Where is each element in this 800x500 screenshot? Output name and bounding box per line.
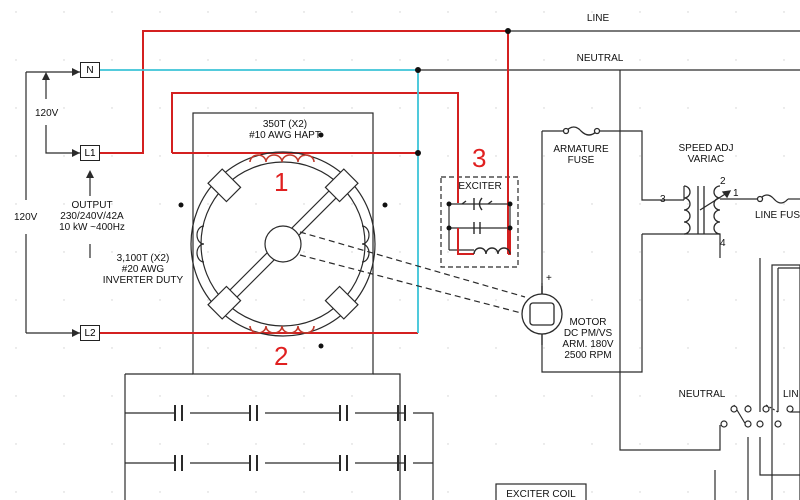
motor-plus-sign: + (546, 273, 552, 284)
output-title: OUTPUT (71, 200, 113, 211)
terminal-l1: L1 (80, 145, 100, 161)
side-winding-label: 3,100T (X2) #20 AWG INVERTER DUTY (103, 253, 183, 286)
output-rating: OUTPUT 230/240V/42A 10 kW ~400Hz (59, 200, 125, 233)
motor-label: MOTOR DC PM/VS ARM. 180V 2500 RPM (562, 317, 613, 361)
armature-fuse-icon (562, 126, 601, 136)
black-wiring (25, 30, 800, 500)
side-winding-duty: INVERTER DUTY (102, 275, 184, 286)
variac-pin-4: 4 (720, 238, 726, 249)
armature-fuse-line1: ARMATURE (553, 144, 609, 155)
top-winding-wire: #10 AWG HAPT (249, 130, 321, 141)
terminal-l2: L2 (80, 325, 100, 341)
motor-title: MOTOR (569, 317, 607, 328)
speed-adj-line2: VARIAC (687, 154, 725, 165)
exciter-components (461, 197, 511, 255)
voltage-arrows (42, 68, 94, 337)
output-voltage: 230/240V/42A (60, 211, 124, 222)
exciter-coil-label: EXCITER COIL (506, 489, 576, 500)
stator-coils (249, 154, 315, 334)
dc-motor-icon (521, 286, 563, 345)
variac-transformer-icon (683, 185, 732, 235)
voltage-120v-small: 120V (35, 108, 59, 119)
top-winding-turns: 350T (X2) (262, 119, 308, 130)
switch-contacts (720, 405, 794, 428)
line-switch-label: LIN (783, 389, 799, 400)
line-fuse-label: LINE FUS (755, 210, 800, 221)
voltage-120v-large: 120V (14, 212, 38, 223)
side-winding-wire: #20 AWG (121, 264, 165, 275)
variac-pin-3: 3 (660, 194, 666, 205)
armature-fuse-line2: FUSE (567, 155, 595, 166)
line-fuse-icon (756, 194, 789, 204)
side-winding-turns: 3,100T (X2) (116, 253, 170, 264)
bottom-capacitors (174, 405, 406, 471)
marker-3: 3 (472, 143, 487, 173)
generator-stator (190, 151, 526, 337)
output-power: 10 kW ~400Hz (59, 222, 125, 233)
neutral-label: NEUTRAL (576, 53, 624, 64)
speed-adj-label: SPEED ADJ VARIAC (678, 143, 733, 165)
armature-fuse-label: ARMATURE FUSE (553, 144, 608, 166)
exciter-label: EXCITER (458, 181, 502, 192)
marker-1: 1 (274, 167, 289, 197)
marker-2: 2 (274, 341, 289, 371)
variac-pin-1: 1 (733, 188, 739, 199)
motor-type: DC PM/VS (563, 328, 613, 339)
variac-pin-2: 2 (720, 176, 726, 187)
motor-voltage: ARM. 180V (562, 339, 614, 350)
terminal-n: N (80, 62, 100, 78)
side-coils (196, 225, 370, 263)
speed-adj-line1: SPEED ADJ (678, 143, 734, 154)
motor-rpm: 2500 RPM (564, 350, 612, 361)
junction-dots (178, 28, 513, 349)
top-winding-label: 350T (X2) #10 AWG HAPT (249, 119, 321, 141)
neutral-switch-label: NEUTRAL (678, 389, 726, 400)
line-label: LINE (586, 13, 610, 24)
